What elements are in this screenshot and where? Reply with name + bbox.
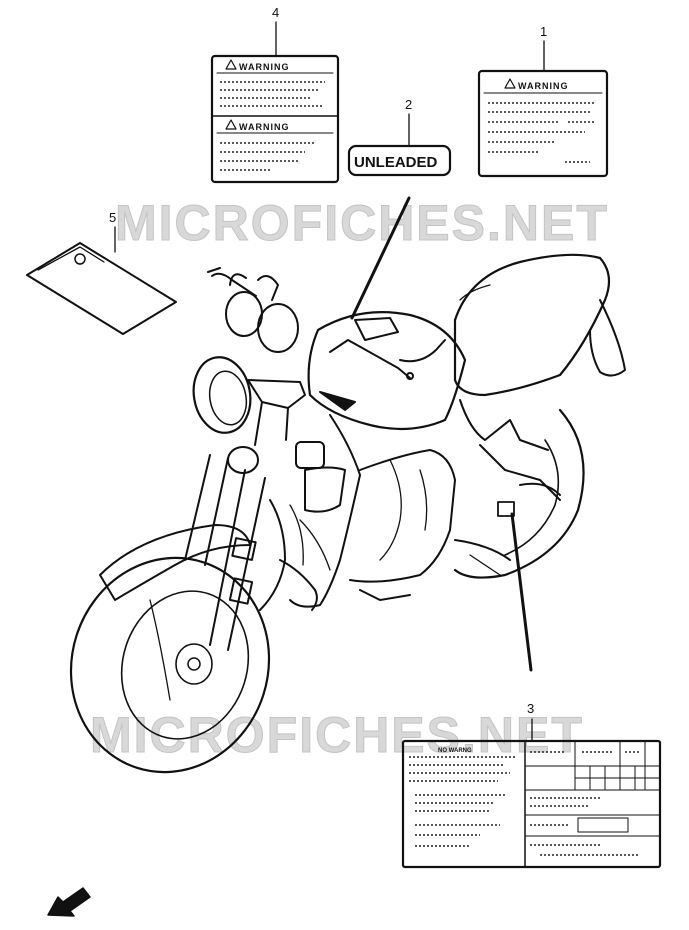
callout-2[interactable]: 2	[405, 97, 412, 146]
callout-number-5: 5	[109, 210, 116, 225]
front-arrow-icon	[47, 887, 91, 917]
callout-number-1: 1	[540, 24, 547, 39]
watermark-top: MICROFICHES.NET	[115, 195, 609, 251]
motorcycle	[69, 253, 626, 774]
callout-number-4: 4	[272, 5, 279, 20]
unleaded-text: UNLEADED	[354, 154, 438, 171]
leader-3	[510, 512, 533, 672]
leader-2	[350, 196, 411, 320]
callout-4[interactable]: 4	[272, 5, 279, 56]
unleaded-label: UNLEADED	[347, 144, 452, 177]
info-header: NO WARNG	[438, 748, 472, 754]
callout-number-2: 2	[405, 97, 412, 112]
warning-text-4b: WARNING	[239, 122, 290, 132]
info-label: NO WARNG	[401, 739, 662, 869]
callout-number-3: 3	[527, 701, 534, 716]
callout-5[interactable]: 5	[109, 210, 116, 253]
warning-label: WARNING	[477, 69, 609, 178]
double-warning-label: WARNING WARNING	[210, 54, 340, 184]
manual-pouch	[26, 242, 177, 335]
watermark-bottom: MICROFICHES.NET	[90, 707, 584, 763]
callout-3[interactable]: 3	[527, 701, 534, 741]
warning-text-1: WARNING	[518, 81, 569, 91]
callout-1[interactable]: 1	[540, 24, 547, 71]
warning-text-4a: WARNING	[239, 62, 290, 72]
